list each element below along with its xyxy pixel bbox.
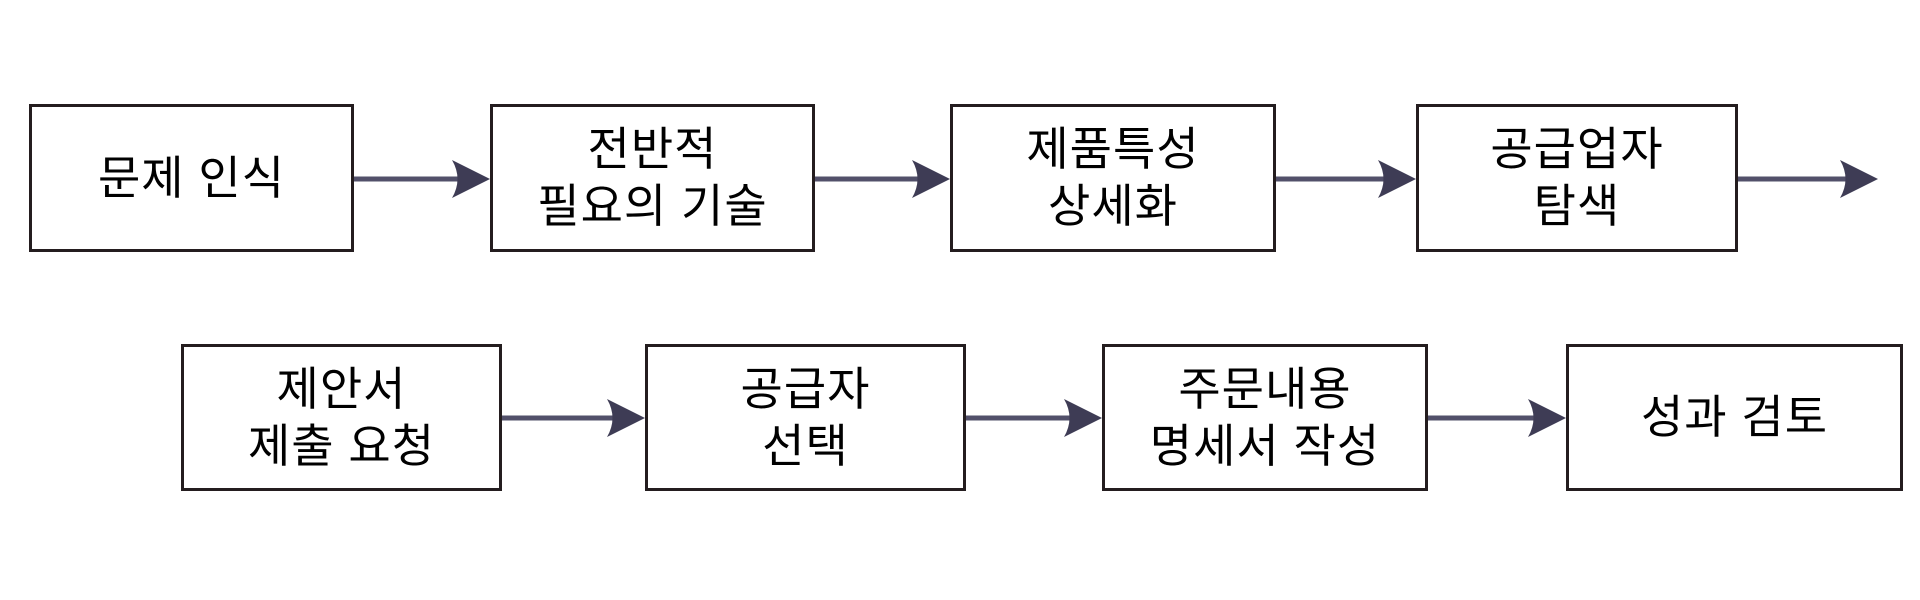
flow-step-label: 전반적 필요의 기술 [537,123,768,232]
flow-arrow-icon [815,160,950,198]
flow-step-performance-review: 성과 검토 [1566,344,1903,491]
flow-step-label: 제품특성 상세화 [1026,123,1200,232]
flow-exit-arrow-icon [1738,160,1878,198]
flow-step-label: 제안서 제출 요청 [247,362,436,472]
flow-step-proposal-request: 제안서 제출 요청 [181,344,502,491]
flow-arrow-icon [1276,160,1416,198]
flow-step-label: 성과 검토 [1640,391,1829,443]
flow-step-problem-recognition: 문제 인식 [29,104,354,252]
flow-arrow-icon [1428,399,1566,437]
flow-arrow-icon [966,399,1102,437]
flow-step-general-need-description: 전반적 필요의 기술 [490,104,815,252]
flow-arrow-icon [354,160,490,198]
flow-step-label: 문제 인식 [97,151,286,204]
flow-step-supplier-selection: 공급자 선택 [645,344,966,491]
flow-arrow-icon [502,399,645,437]
flow-step-label: 공급자 선택 [740,362,871,472]
flow-step-product-specification: 제품특성 상세화 [950,104,1276,252]
flow-step-label: 공급업자 탐색 [1490,123,1664,232]
flow-step-label: 주문내용 명세서 작성 [1149,362,1381,472]
flow-step-supplier-search: 공급업자 탐색 [1416,104,1738,252]
flow-step-order-specification: 주문내용 명세서 작성 [1102,344,1428,491]
